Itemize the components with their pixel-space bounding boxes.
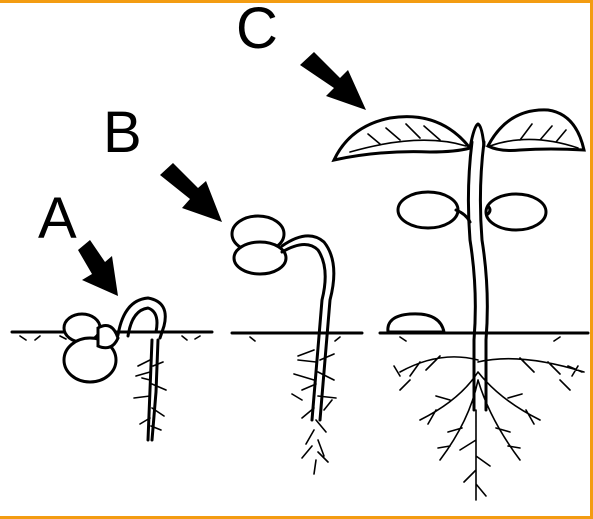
seedling-c bbox=[334, 110, 584, 500]
stage-label-a: A bbox=[38, 190, 77, 248]
stage-label-c: C bbox=[236, 0, 278, 58]
arrow-c bbox=[300, 52, 366, 110]
arrow-a bbox=[78, 240, 118, 296]
stage-label-b: B bbox=[103, 104, 142, 162]
arrow-b bbox=[160, 163, 222, 222]
seedling-b bbox=[232, 216, 336, 474]
seedling-a bbox=[64, 298, 166, 440]
